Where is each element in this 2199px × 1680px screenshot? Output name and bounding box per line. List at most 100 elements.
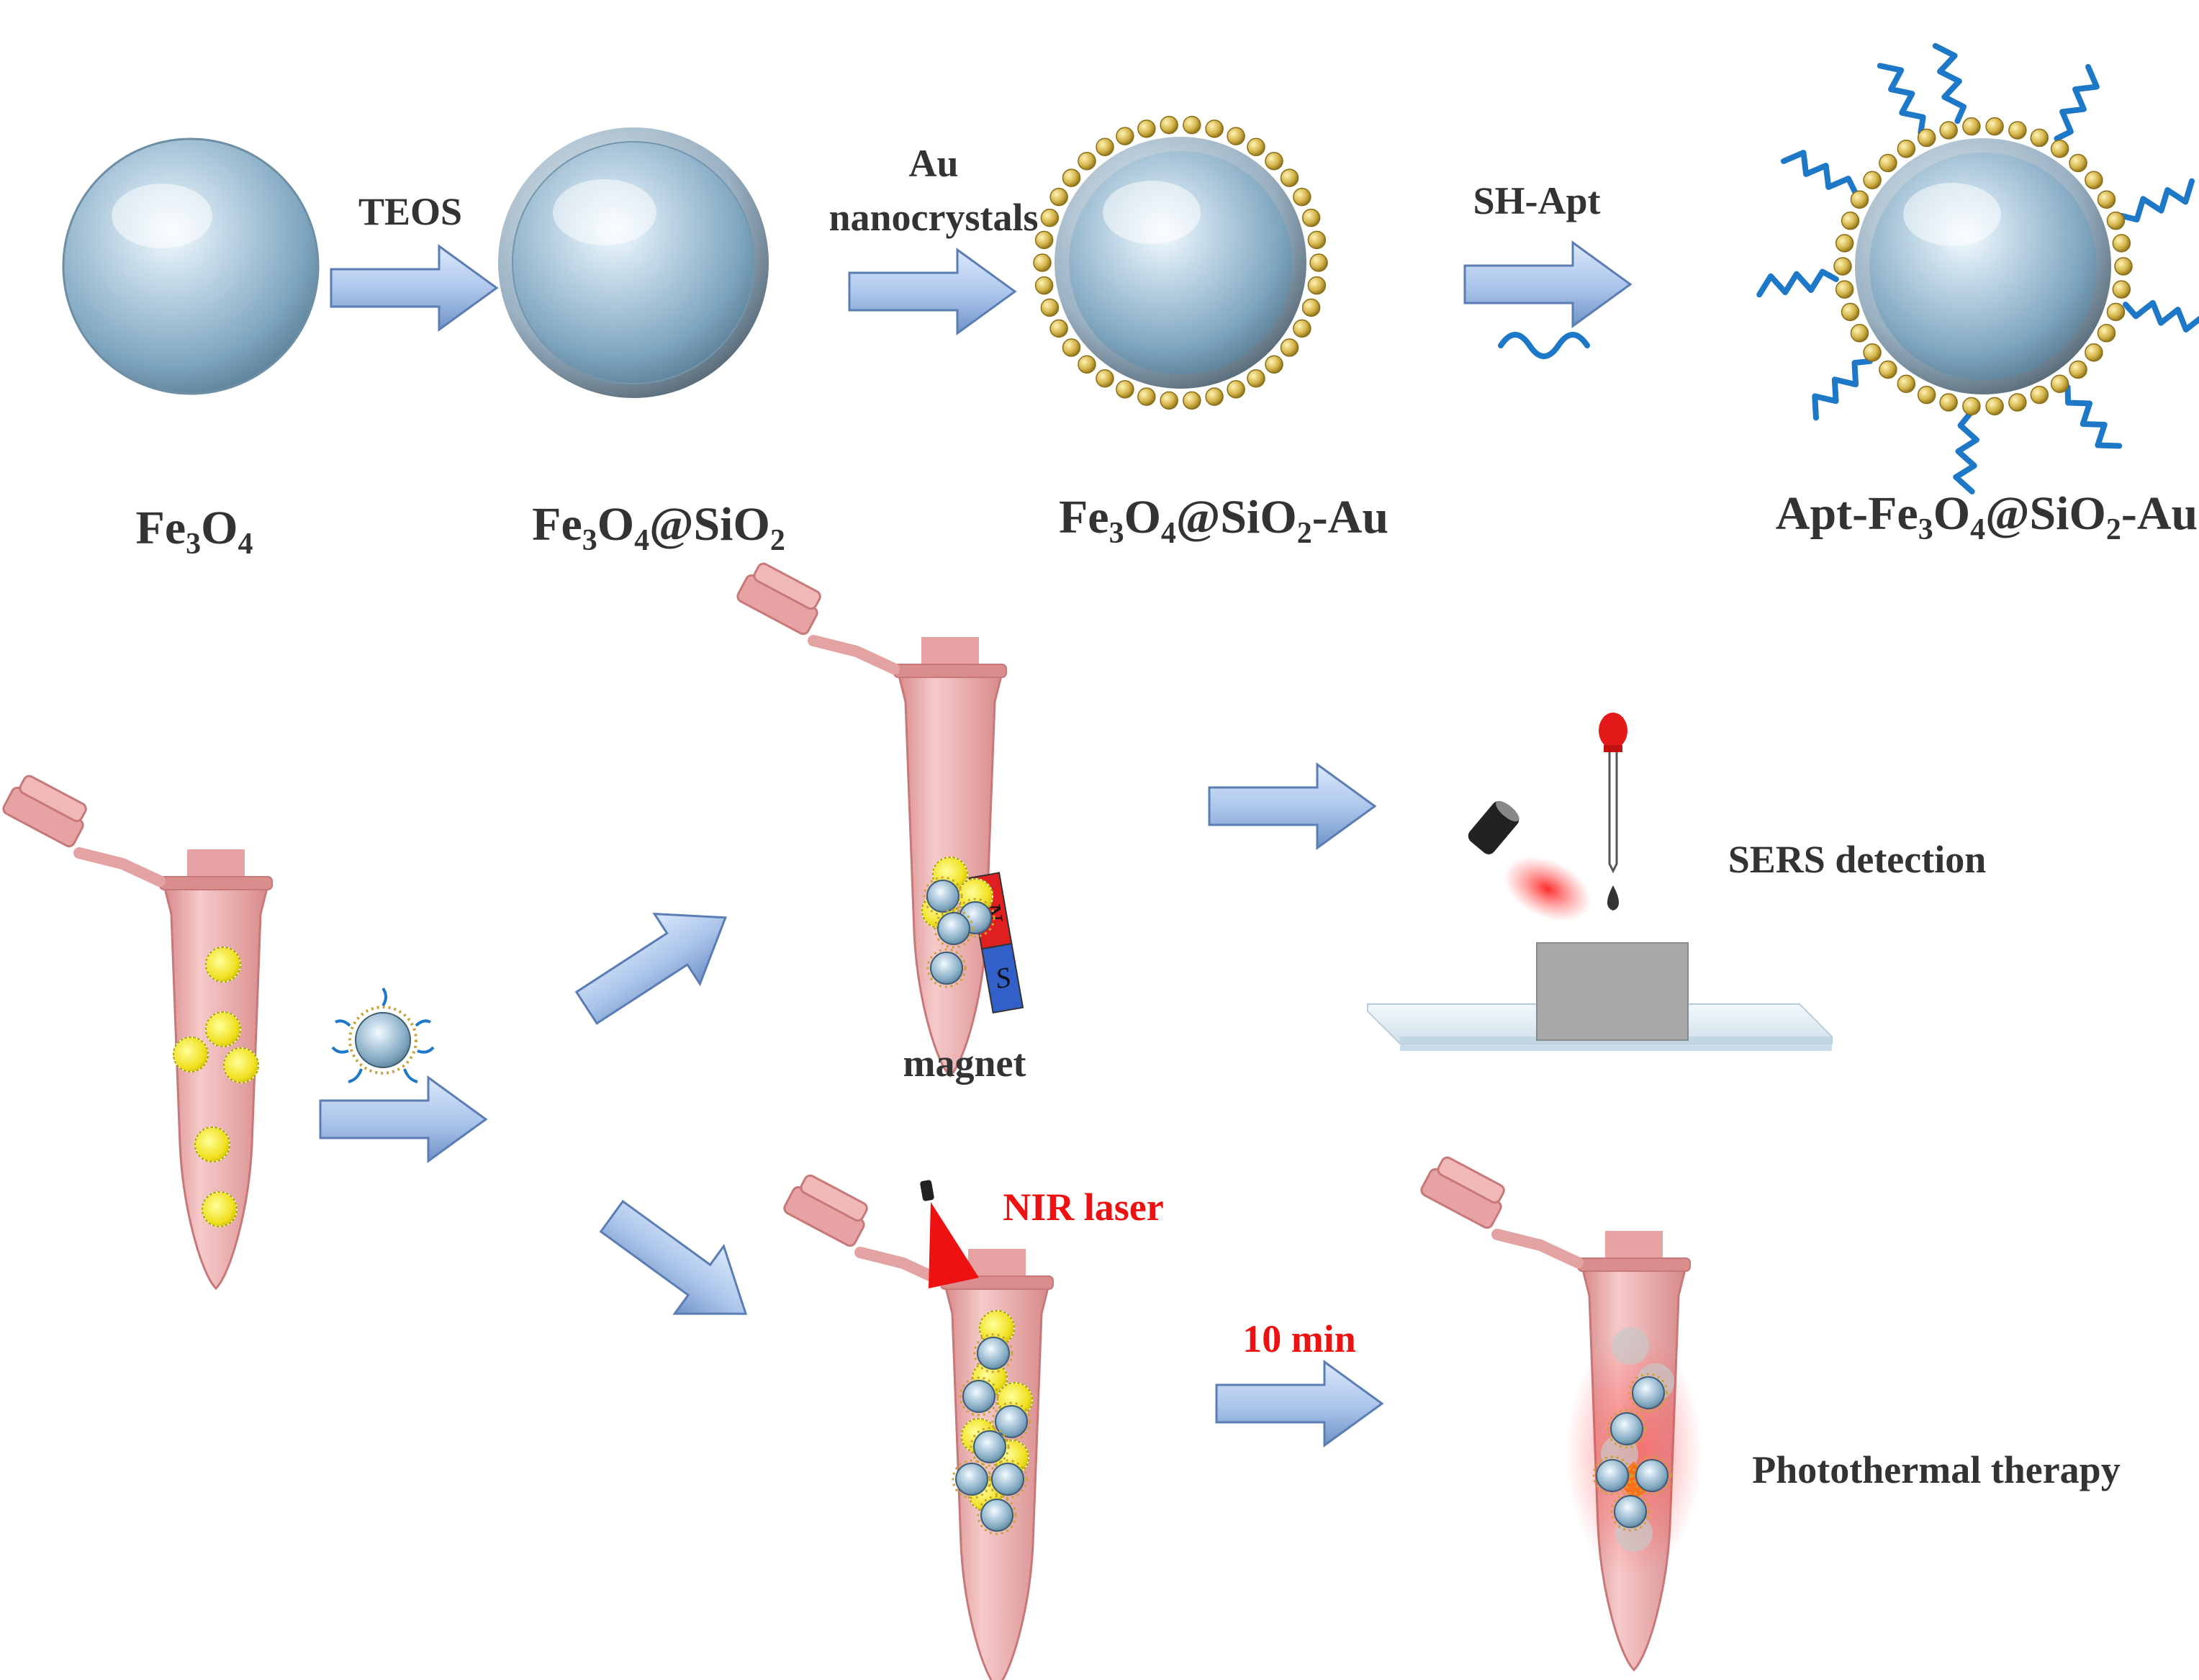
apt-fe3o4-sio2-au-sphere [1756,42,2199,494]
laser-head-icon [1468,800,1520,854]
time-label: 10 min [1242,1317,1356,1360]
gold-nanocrystal [1078,355,1096,374]
gold-nanocrystal [1850,324,1869,343]
aptamer-strand [2054,63,2100,142]
gold-nanocrystal [1265,355,1283,374]
gold-nanocrystal [1040,208,1060,227]
gold-nanocrystal [1096,137,1114,157]
gold-nanocrystal [1917,128,1936,148]
aptamer-strand [1953,410,1979,494]
gold-nanocrystal [1879,153,1897,173]
fe3o4-sphere [62,137,320,395]
gold-nanocrystal [1034,276,1054,295]
label-fe3o4: Fe3O4 [136,502,253,561]
tube-with-cells [1,772,272,1288]
magnet-label: magnet [903,1042,1026,1085]
ten-min-arrow [1215,1360,1383,1447]
gold-nanocrystal [1985,117,2004,136]
gold-nanocrystal [2030,128,2049,148]
nanoprobe-icon [331,987,435,1083]
teos-arrow [330,245,498,331]
therapy-label: Photothermal therapy [1752,1448,2120,1491]
aptamer-strand [1877,63,1926,136]
gold-nanocrystal [1049,187,1068,207]
application-scheme: N S magnet [1,559,2121,1680]
sh-apt-label: SH-Apt [1473,179,1600,222]
gold-nanocrystal [1863,171,1882,189]
gold-nanocrystal [2069,153,2087,173]
gold-nanocrystal [1205,119,1224,138]
gold-nanocrystal [1962,117,1981,136]
sers-detection-label: SERS detection [1728,838,1987,881]
gold-nanocrystal [1985,397,2004,416]
gold-nanocrystal [1265,151,1283,171]
gold-nanocrystal [1293,319,1311,338]
gold-nanocrystal [1850,190,1869,209]
gold-nanocrystal [1227,127,1245,145]
gold-nanocrystal [1309,253,1328,272]
gold-nanocrystal-shell [1833,117,2133,416]
gold-nanocrystal [1116,380,1134,399]
gold-nanocrystal [1301,298,1321,317]
gold-nanocrystal [1247,369,1265,388]
nir-laser-label: NIR laser [1003,1186,1163,1229]
gold-nanocrystal [2112,234,2131,253]
gold-nanocrystal [1137,119,1156,138]
gold-nanocrystal [2085,343,2103,362]
sers-substrate [1536,942,1689,1041]
gold-nanocrystal [1863,343,1882,362]
gold-nanocrystal-shell [1033,115,1328,410]
sh-apt-arrow [1463,241,1632,328]
label-apt-fe3o4-sio2-au: Apt-Fe3O4@SiO2-Au [1776,487,2198,546]
synthesis-scheme: TEOS Au nanocrystals SH-Apt Fe3O4 Fe3O4@… [62,42,2199,561]
gold-nanocrystal [1040,298,1060,317]
fe3o4-sio2-sphere [498,127,769,398]
gold-nanocrystal [1280,338,1299,357]
gold-nanocrystal [1293,187,1311,207]
aptamer-strand [2123,299,2199,333]
free-aptamer-icon [1498,332,1590,359]
laser-spot [1503,856,1592,922]
gold-nanocrystal [1835,280,1854,299]
gold-nanocrystal [2050,374,2069,393]
branch-up-arrow [562,881,749,1044]
nir-laser-icon [920,1180,979,1288]
gold-nanocrystal [1137,387,1156,406]
gold-nanocrystal [1833,257,1852,276]
aptamer-strand [2118,178,2195,223]
to-sers-arrow [1208,763,1376,849]
gold-nanocrystal [2114,257,2133,276]
gold-nanocrystal [1307,230,1327,250]
tube-magnetic-separation: N S [736,559,1024,1076]
gold-nanocrystal [2069,360,2087,379]
aptamer-strand [1932,42,1967,125]
tube-photothermal [1419,1153,1702,1670]
label-fe3o4-sio2: Fe3O4@SiO2 [532,498,785,557]
au-label-line1: Au [908,142,958,185]
gold-nanocrystal [1301,208,1321,227]
gold-nanocrystal [1183,391,1201,410]
gold-nanocrystal [2097,324,2116,343]
aptamer-strand [2064,384,2123,449]
gold-nanocrystal [1897,374,1916,393]
gold-nanocrystal [1247,137,1265,157]
gold-nanocrystal [1841,211,1860,230]
tube-nir-irradiation [782,1171,1053,1680]
gold-nanocrystal [1078,151,1096,171]
gold-nanocrystal [1879,360,1897,379]
gold-nanocrystal [1160,115,1178,135]
gold-nanocrystal [2097,190,2116,209]
gold-nanocrystal [2030,385,2049,405]
gold-nanocrystal [1116,127,1134,145]
gold-nanocrystal [2106,302,2126,322]
aptamer-strand [1756,268,1839,298]
teos-label: TEOS [358,190,462,233]
gold-nanocrystal [1062,338,1081,357]
gold-nanocrystal [1049,319,1068,338]
gold-nanocrystal [1062,168,1081,187]
gold-nanocrystal [1962,397,1981,416]
gold-nanocrystal [1280,168,1299,187]
gold-nanocrystal [2050,140,2069,158]
gold-nanocrystal [1205,387,1224,406]
